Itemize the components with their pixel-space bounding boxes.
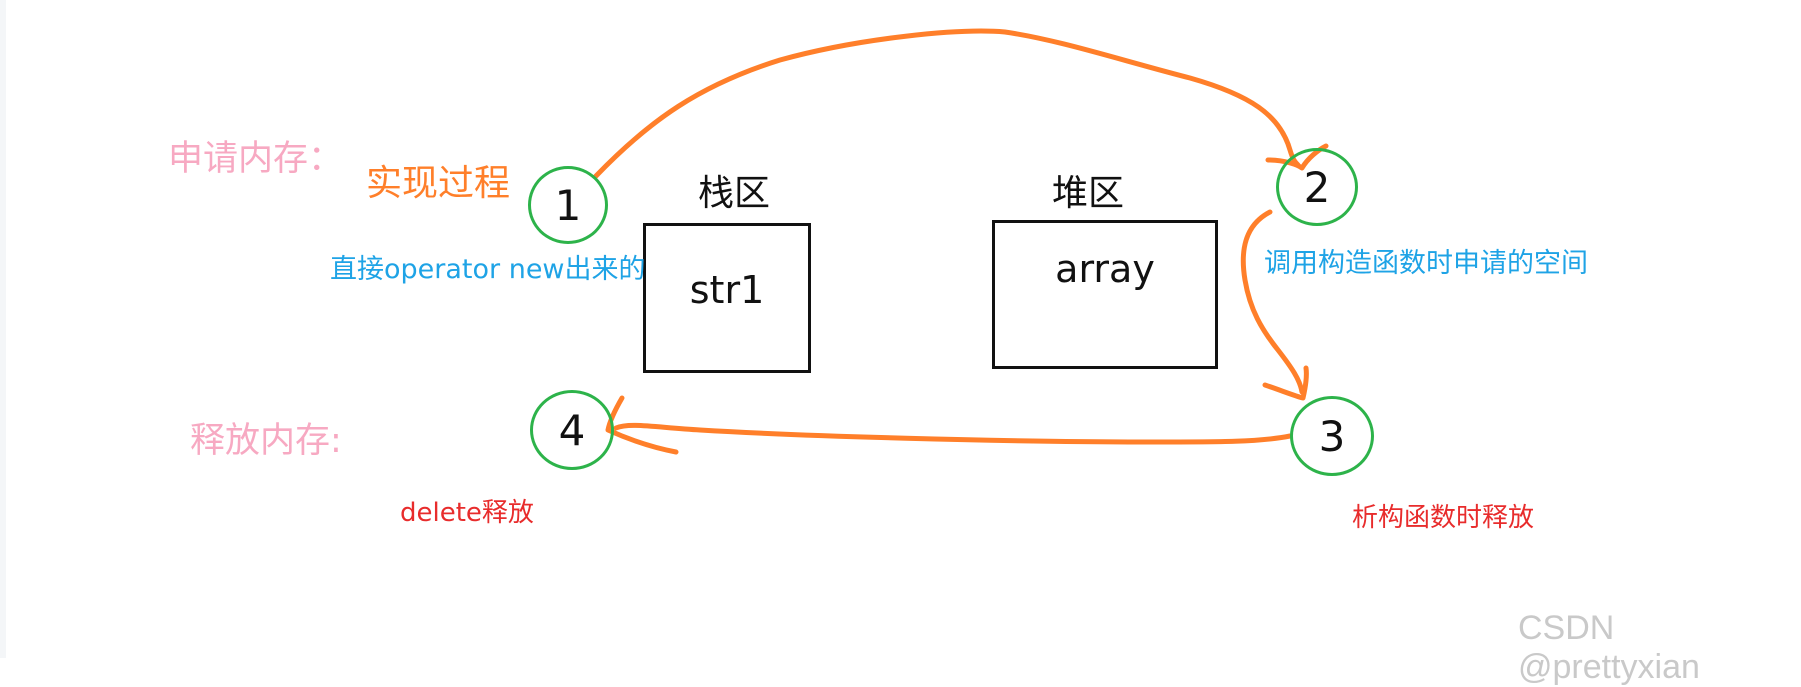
stack-title: 栈区	[698, 173, 771, 214]
csdn-watermark: CSDN @prettyxian	[1518, 609, 1700, 686]
heap-box-text: array	[1055, 247, 1155, 291]
step-circle-3: 3	[1290, 396, 1374, 476]
stack-box: str1	[643, 223, 811, 373]
left-edge-strip	[0, 0, 6, 658]
diagram-canvas: 申请内存： 释放内存: 实现过程 栈区 堆区 str1 array 1 2 3 …	[0, 0, 1700, 686]
ctor-space-note: 调用构造函数时申请的空间	[1264, 248, 1588, 279]
delete-release-note: delete释放	[400, 498, 534, 528]
step-number-1: 1	[554, 180, 582, 230]
arrow-3-to-4	[613, 422, 1293, 445]
step-number-3: 3	[1318, 411, 1346, 461]
release-memory-label: 释放内存:	[190, 421, 342, 461]
heap-box: array	[992, 220, 1218, 369]
step-number-4: 4	[558, 405, 586, 455]
apply-memory-label: 申请内存：	[168, 139, 344, 179]
process-label: 实现过程	[366, 163, 511, 204]
arrowhead-3	[1262, 365, 1309, 401]
stack-box-text: str1	[689, 268, 765, 312]
step-number-2: 2	[1303, 162, 1331, 212]
step-circle-1: 1	[528, 166, 608, 244]
dtor-release-note: 析构函数时释放	[1352, 503, 1535, 533]
heap-title: 堆区	[1052, 173, 1125, 214]
arrows-layer	[593, 28, 1329, 455]
direct-new-note: 直接operator new出来的	[330, 254, 646, 285]
arrow-2-to-3	[1240, 209, 1305, 395]
arrow-1-to-2	[593, 28, 1301, 179]
step-circle-2: 2	[1276, 148, 1358, 226]
step-circle-4: 4	[530, 390, 614, 470]
